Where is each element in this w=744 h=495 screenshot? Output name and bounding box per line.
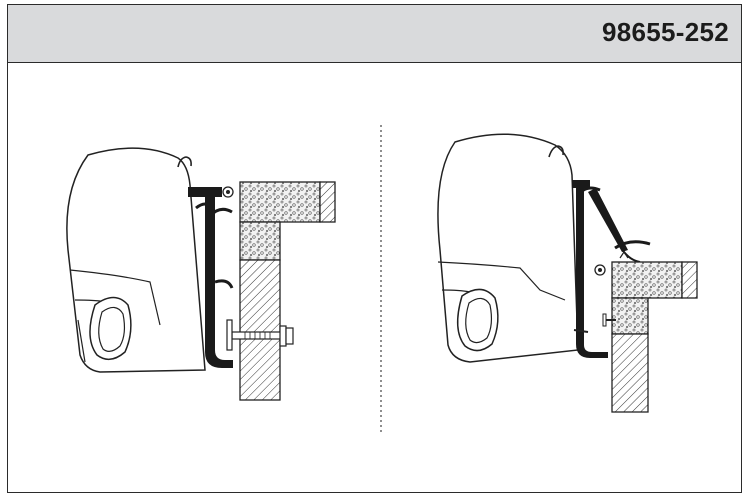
wall-lower [611, 333, 649, 413]
awning-cassette [66, 147, 206, 373]
adapter-rail [572, 180, 608, 358]
wall-insulation [611, 261, 683, 299]
part-number: 98655-252 [601, 17, 729, 47]
wall-section [319, 181, 336, 223]
adapter-installation-variant-2 [437, 133, 698, 413]
mounting-bolt [226, 319, 294, 351]
mounting-screws [573, 250, 629, 333]
wall-section [681, 261, 698, 299]
adapter-rail [188, 187, 233, 368]
adapter-installation-variant-1 [66, 147, 336, 401]
wall-insulation [239, 181, 321, 223]
support-arm [588, 188, 628, 252]
header-bar: 98655-252 [8, 5, 741, 63]
wall-lower [239, 259, 281, 401]
